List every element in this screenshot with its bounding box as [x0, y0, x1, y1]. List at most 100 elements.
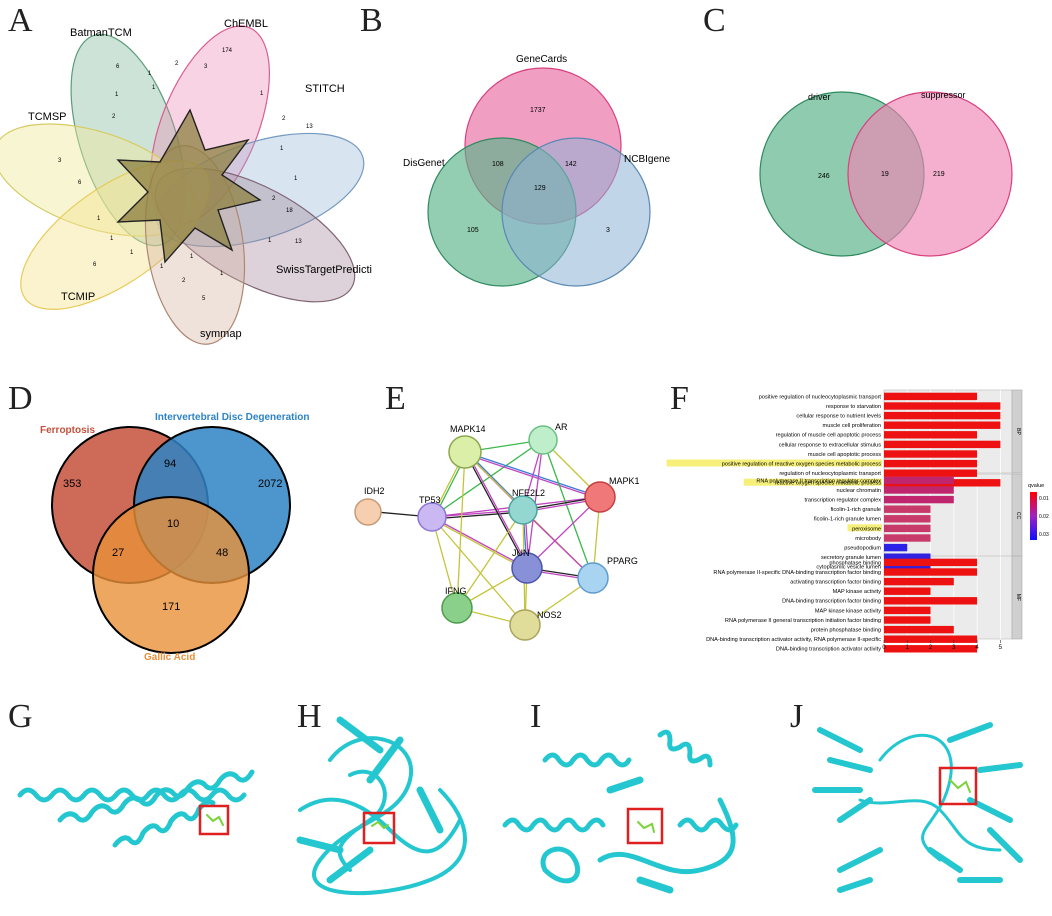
bar: [884, 515, 931, 523]
helix-3: [112, 799, 216, 848]
venn-a: BatmanTCM ChEMBL STITCH TCMSP SwissTarge…: [0, 18, 372, 345]
node-ifng[interactable]: [441, 592, 473, 624]
bar: [884, 440, 1001, 449]
term-label: positive regulation of nucleocytoplasmic…: [759, 394, 882, 400]
bar: [884, 524, 931, 533]
term-label: DNA-binding transcription activator acti…: [776, 647, 881, 653]
venn-d-num-all: 10: [167, 518, 179, 530]
bar: [884, 635, 978, 643]
term-label: DNA-binding transcription factor binding: [782, 599, 881, 605]
venn-d-label-idd: Intervertebral Disc Degeneration: [155, 412, 310, 423]
bar: [884, 459, 978, 468]
legend-tick-label: 0.03: [1039, 532, 1049, 538]
venn-a-num: 1: [152, 85, 156, 91]
node-jun[interactable]: [511, 552, 543, 584]
venn-d-num-idd-gallic: 48: [216, 547, 228, 559]
helix-2: [57, 769, 255, 823]
venn-d-label-ferroptosis: Ferroptosis: [40, 425, 95, 436]
venn-d-num-idd: 2072: [258, 478, 282, 490]
term-label: peroxisome: [852, 526, 881, 532]
term-label: phosphatase binding: [829, 560, 881, 566]
x-tick-label: 0: [882, 645, 886, 651]
bar: [884, 402, 1001, 410]
helix-1: [17, 787, 247, 803]
venn-c-set-suppressor: [847, 91, 1013, 257]
term-label: secretory granule lumen: [821, 555, 881, 561]
venn-a-num: 1: [268, 238, 272, 244]
panel-letter-b: B: [360, 2, 383, 39]
bar: [884, 534, 931, 542]
ligand: [206, 814, 224, 826]
ligand: [949, 779, 971, 793]
venn-a-num: 18: [286, 208, 293, 214]
venn-a-num: 1: [115, 92, 119, 98]
binding-site-box: [626, 807, 664, 845]
beta-strands: [812, 727, 883, 893]
term-label: activating transcription factor binding: [790, 580, 881, 586]
node-mapk14[interactable]: [448, 435, 482, 469]
node-ar[interactable]: [528, 425, 558, 455]
node-nfe2l2[interactable]: [508, 495, 538, 525]
bar: [884, 568, 978, 576]
term-label: cellular response to extracellular stimu…: [779, 442, 881, 448]
term-label: regulation of nucleocytoplasmic transpor…: [779, 471, 881, 477]
venn-a-label-swisstarget: SwissTargetPredicti: [276, 264, 372, 276]
node-pparg[interactable]: [577, 562, 609, 594]
venn-a-num: 3: [204, 64, 208, 70]
bar: [884, 486, 954, 494]
bar: [884, 553, 931, 561]
legend-tick-label: 0.02: [1039, 514, 1049, 520]
panel-letter-h: H: [297, 698, 322, 735]
term-label: transcription regulator complex: [805, 498, 882, 504]
panel-letter-a: A: [8, 2, 33, 39]
legend-title: qvalue: [1028, 483, 1044, 489]
beta-strands: [606, 776, 674, 894]
bar: [884, 577, 954, 586]
term-label: MAP kinase activity: [833, 589, 882, 595]
panel-letter-d: D: [8, 380, 33, 417]
legend-tick-label: 0.01: [1039, 496, 1049, 502]
loop: [858, 798, 1002, 852]
loop: [597, 797, 736, 875]
venn-d-num-f-gallic: 27: [112, 547, 124, 559]
venn-a-num: 1: [97, 216, 101, 222]
venn-a-num: 174: [222, 48, 233, 54]
protein-j: [812, 722, 1023, 893]
node-mapk1[interactable]: [584, 481, 616, 513]
venn-b-num-all: 129: [534, 185, 546, 192]
node-nos2[interactable]: [509, 609, 541, 641]
venn-a-numbers: 6 174 13 3 6 13 6 5 18 1 1 2 3 2 1 1 1 2…: [58, 48, 313, 302]
beta-strands: [927, 722, 1023, 883]
venn-b-num-genecards: 1737: [530, 107, 546, 114]
node-label: TP53: [419, 495, 441, 505]
helix: [542, 752, 632, 768]
bar: [884, 450, 978, 458]
venn-a-label-stitch: STITCH: [305, 83, 345, 95]
venn-b-label-genecards: GeneCards: [516, 54, 567, 65]
term-label: RNA polymerase II general transcription …: [725, 618, 881, 624]
venn-a-num: 2: [112, 114, 116, 120]
bar: [884, 495, 954, 504]
venn-c-label-suppressor: suppressor: [921, 90, 966, 100]
venn-a-num: 1: [280, 146, 284, 152]
x-tick-label: 3: [952, 645, 956, 651]
term-label: response to starvation: [826, 404, 881, 410]
venn-a-label-tcmsp: TCMSP: [28, 111, 67, 123]
term-label: muscle cell proliferation: [823, 423, 881, 429]
node-label: IFNG: [445, 586, 467, 596]
venn-a-num: 6: [93, 262, 97, 268]
loop: [540, 846, 581, 884]
venn-b-num-gc-dg: 108: [492, 161, 504, 168]
facet-label: CC: [1015, 512, 1021, 520]
node-tp53[interactable]: [417, 502, 447, 532]
node-idh2[interactable]: [354, 498, 382, 526]
x-tick-label: 4: [975, 645, 979, 651]
facet-label: BP: [1015, 428, 1021, 435]
venn-a-num: 2: [182, 278, 186, 284]
term-label: positive regulation of reactive oxygen s…: [722, 462, 881, 468]
venn-a-num: 1: [130, 250, 134, 256]
bar: [884, 625, 954, 634]
term-label: pseudopodium: [844, 546, 881, 552]
bar: [884, 587, 931, 595]
